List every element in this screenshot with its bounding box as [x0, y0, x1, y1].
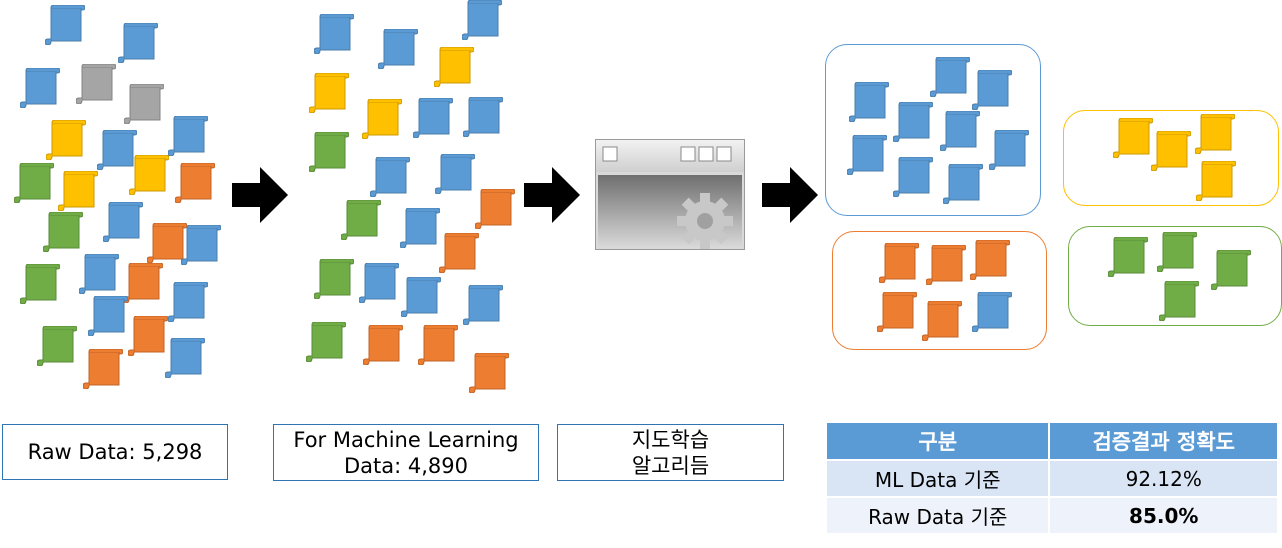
table-row: ML Data 기준 92.12%: [827, 461, 1277, 496]
document-scroll-icon: [76, 64, 116, 104]
gear-icon: [677, 193, 733, 249]
header-category: 구분: [827, 423, 1049, 459]
document-scroll-icon: [37, 326, 77, 366]
header-accuracy: 검증결과 정확도: [1050, 423, 1277, 459]
document-scroll-icon: [309, 73, 349, 113]
document-scroll-icon: [129, 155, 169, 195]
document-scroll-icon: [1196, 161, 1236, 201]
document-scroll-icon: [970, 240, 1010, 280]
document-scroll-icon: [128, 316, 168, 356]
document-scroll-icon: [309, 132, 349, 172]
row-label: ML Data 기준: [827, 461, 1049, 496]
document-scroll-icon: [363, 325, 403, 365]
document-scroll-icon: [1157, 232, 1197, 272]
document-scroll-icon: [439, 233, 479, 273]
row-value: 85.0%: [1050, 498, 1277, 533]
document-scroll-icon: [879, 243, 919, 283]
document-scroll-icon: [97, 130, 137, 170]
document-scroll-icon: [469, 353, 509, 393]
raw-data-label: Raw Data: 5,298: [2, 424, 228, 480]
raw-data-text: Raw Data: 5,298: [27, 440, 203, 464]
document-scroll-icon: [165, 338, 205, 378]
document-scroll-icon: [972, 292, 1012, 332]
document-scroll-icon: [43, 212, 83, 252]
document-scroll-icon: [847, 135, 887, 175]
document-scroll-icon: [83, 349, 123, 389]
document-scroll-icon: [1195, 114, 1235, 154]
document-scroll-icon: [922, 301, 962, 341]
document-scroll-icon: [20, 264, 60, 304]
blue-cluster: [825, 44, 1041, 216]
document-scroll-icon: [118, 23, 158, 63]
document-scroll-icon: [88, 296, 128, 336]
right-arrow-icon: [524, 167, 580, 223]
document-scroll-icon: [168, 116, 208, 156]
document-scroll-icon: [370, 157, 410, 197]
orange-cluster: [832, 231, 1047, 350]
document-scroll-icon: [14, 163, 54, 203]
document-scroll-icon: [418, 325, 458, 365]
document-scroll-icon: [413, 98, 453, 138]
document-scroll-icon: [378, 29, 418, 69]
row-label: Raw Data 기준: [827, 498, 1049, 533]
document-scroll-icon: [1159, 281, 1199, 321]
document-scroll-icon: [168, 282, 208, 322]
document-scroll-icon: [401, 277, 441, 317]
document-scroll-icon: [1211, 250, 1251, 290]
document-scroll-icon: [306, 322, 346, 362]
document-scroll-icon: [1151, 131, 1191, 171]
ml-data-text: For Machine Learning Data: 4,890: [293, 427, 519, 478]
document-scroll-icon: [877, 292, 917, 332]
document-scroll-icon: [989, 130, 1029, 170]
document-scroll-icon: [462, 0, 502, 40]
document-scroll-icon: [175, 163, 215, 203]
document-scroll-icon: [463, 285, 503, 325]
algorithm-label: 지도학습 알고리듬: [557, 424, 784, 481]
document-scroll-icon: [475, 189, 515, 229]
document-scroll-icon: [940, 111, 980, 151]
document-scroll-icon: [362, 99, 402, 139]
right-arrow-icon: [232, 167, 288, 223]
document-scroll-icon: [463, 97, 503, 137]
document-scroll-icon: [79, 254, 119, 294]
document-scroll-icon: [893, 102, 933, 142]
table-header-row: 구분 검증결과 정확도: [827, 423, 1277, 459]
document-scroll-icon: [314, 259, 354, 299]
document-scroll-icon: [341, 200, 381, 240]
algorithm-text: 지도학습 알고리듬: [631, 427, 710, 478]
document-scroll-icon: [181, 225, 221, 265]
document-scroll-icon: [926, 245, 966, 285]
accuracy-table: 구분 검증결과 정확도 ML Data 기준 92.12% Raw Data 기…: [825, 421, 1279, 535]
row-value: 92.12%: [1050, 461, 1277, 496]
document-scroll-icon: [972, 70, 1012, 110]
document-scroll-icon: [943, 164, 983, 204]
ml-data-label: For Machine Learning Data: 4,890: [273, 424, 539, 481]
document-scroll-icon: [1108, 237, 1148, 277]
document-scroll-icon: [435, 154, 475, 194]
document-scroll-icon: [147, 223, 187, 263]
right-arrow-icon: [762, 167, 818, 223]
document-scroll-icon: [359, 263, 399, 303]
document-scroll-icon: [893, 157, 933, 197]
document-scroll-icon: [314, 14, 354, 54]
document-scroll-icon: [849, 82, 889, 122]
document-scroll-icon: [45, 5, 85, 45]
document-scroll-icon: [400, 208, 440, 248]
document-scroll-icon: [103, 202, 143, 242]
document-scroll-icon: [20, 68, 60, 108]
document-scroll-icon: [123, 263, 163, 303]
table-row: Raw Data 기준 85.0%: [827, 498, 1277, 533]
document-scroll-icon: [1113, 118, 1153, 158]
yellow-cluster: [1063, 110, 1279, 206]
document-scroll-icon: [124, 84, 164, 124]
algorithm-window-icon: [595, 139, 745, 250]
document-scroll-icon: [930, 57, 970, 97]
document-scroll-icon: [58, 171, 98, 211]
document-scroll-icon: [434, 47, 474, 87]
document-scroll-icon: [46, 120, 86, 160]
